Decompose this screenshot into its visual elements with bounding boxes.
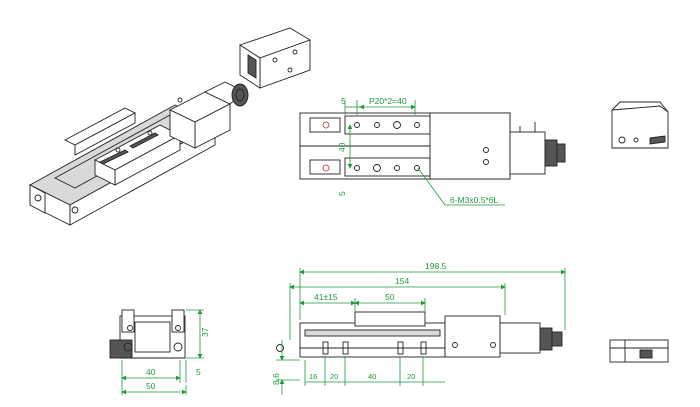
- bottom-edge-offset-label: 5: [337, 191, 347, 196]
- connector-side-view: [611, 101, 669, 149]
- hole-dim-2: 40: [368, 372, 376, 381]
- thread-callout: 6-M3x0.5*6L: [450, 195, 498, 205]
- end-offset-label: 5: [196, 367, 201, 377]
- end-outer-width-label: 50: [146, 381, 156, 391]
- carriage-length-label: 50: [385, 292, 395, 302]
- overall-length-label: 198.5: [425, 261, 447, 271]
- end-inner-width-label: 40: [146, 367, 156, 377]
- end-view-dimensions: 37 40 5 50: [121, 309, 210, 395]
- front-view: [276, 311, 563, 358]
- top-view-dimensions: 5 P20*2=40 40 5 6-M3x0.5*6L: [337, 96, 505, 206]
- end-height-label: 37: [200, 327, 210, 337]
- hole-dim-0: 16: [309, 372, 317, 381]
- front-view-holes: [322, 341, 427, 355]
- pitch-label: P20*2=40: [369, 96, 407, 106]
- body-length-label: 154: [395, 276, 409, 286]
- end-view: [109, 309, 186, 359]
- hole-dim-3: 20: [407, 372, 415, 381]
- width-label: 40: [337, 142, 347, 152]
- stroke-label: 41±15: [314, 292, 338, 302]
- hole-dim-1: 20: [330, 372, 338, 381]
- front-view-dimensions: 198.5 154 41±15 50 8.6 16 20 40 20: [271, 261, 566, 395]
- connector-iso: [238, 27, 312, 89]
- isometric-view: [29, 81, 249, 226]
- top-edge-offset-label: 5: [341, 96, 346, 106]
- connector-front-view: [609, 339, 669, 363]
- top-view: [299, 112, 566, 180]
- front-height-label: 8.6: [271, 373, 281, 385]
